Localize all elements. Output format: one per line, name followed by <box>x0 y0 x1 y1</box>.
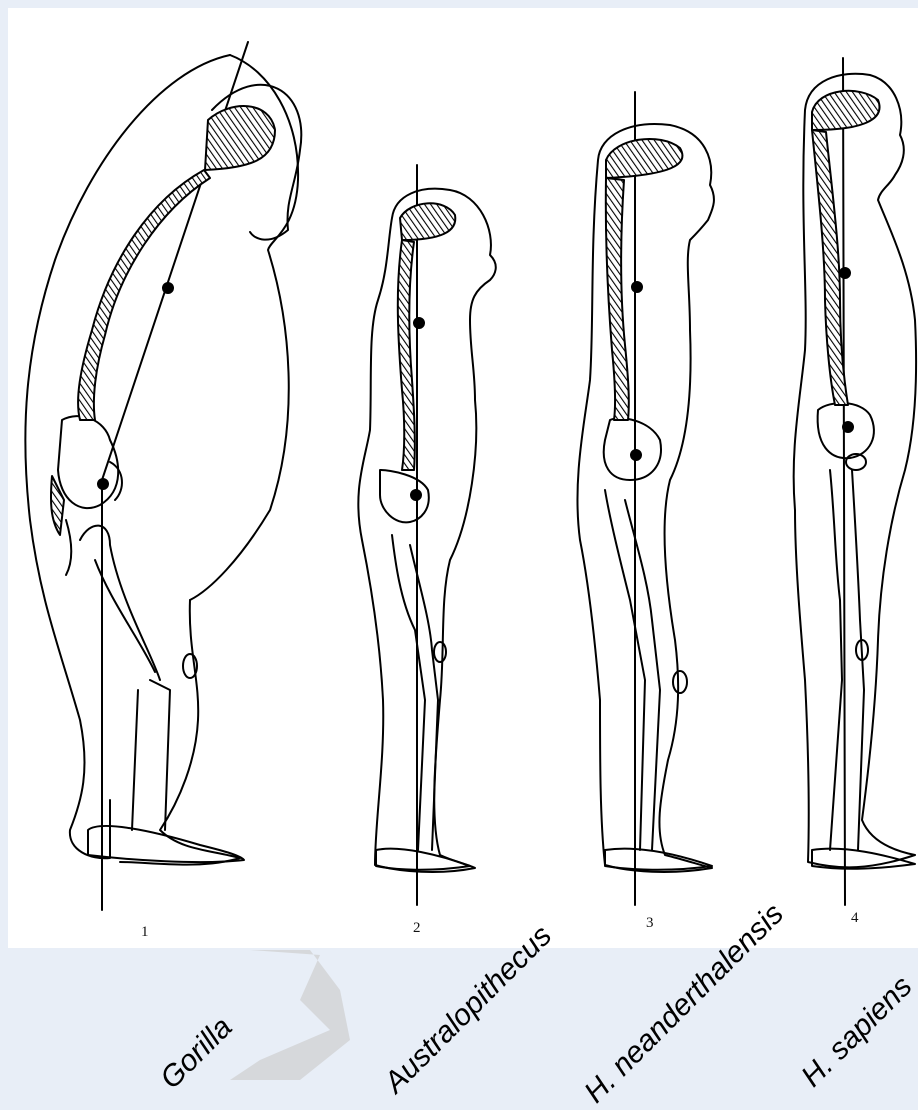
figure-number-4: 4 <box>851 910 859 926</box>
scan-smudge <box>230 950 350 1080</box>
figure-number-3: 3 <box>646 915 654 931</box>
figure-number-2: 2 <box>413 920 421 936</box>
figure-panel <box>8 8 918 948</box>
evolution-posture-diagram: 1 2 3 4 Gorilla Australopithecus H. nean… <box>0 0 918 1086</box>
figure-number-1: 1 <box>141 924 149 940</box>
